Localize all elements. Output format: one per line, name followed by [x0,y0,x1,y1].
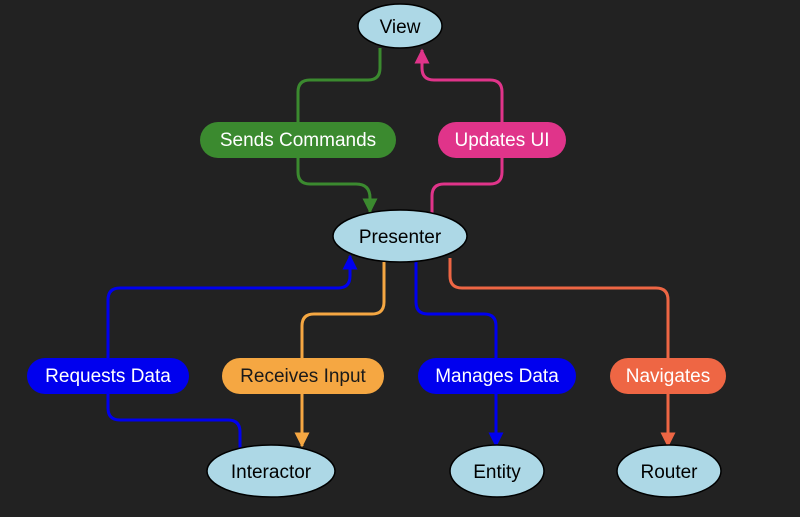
edge-label-text: Manages Data [435,366,559,387]
edge-label-manages-data: Manages Data [418,358,576,394]
edge-label-text: Sends Commands [220,130,376,151]
node-entity-label: Entity [473,462,521,483]
edge-label-text: Receives Input [240,366,366,387]
node-view-label: View [380,17,421,38]
node-presenter[interactable]: Presenter [332,209,468,263]
edge-manages-data-line [414,262,504,448]
edge-label-navigates: Navigates [610,358,726,394]
node-entity[interactable]: Entity [449,444,545,498]
edge-label-requests-data: Requests Data [27,358,189,394]
node-presenter-label: Presenter [359,227,442,248]
node-router-label: Router [640,462,698,483]
edge-label-text: Updates UI [454,130,549,151]
node-view[interactable]: View [357,3,443,49]
node-interactor[interactable]: Interactor [206,444,336,498]
edge-label-updates-ui: Updates UI [438,122,566,158]
edge-label-text: Navigates [626,366,711,387]
edge-requests-data-line [106,254,358,450]
edge-label-sends-commands: Sends Commands [200,122,396,158]
edge-label-text: Requests Data [45,366,171,387]
edge-label-receives-input: Receives Input [222,358,384,394]
edge-navigates-line [448,258,676,448]
node-router[interactable]: Router [616,444,722,498]
node-interactor-label: Interactor [231,462,312,483]
edge-receives-input-line [294,262,386,448]
